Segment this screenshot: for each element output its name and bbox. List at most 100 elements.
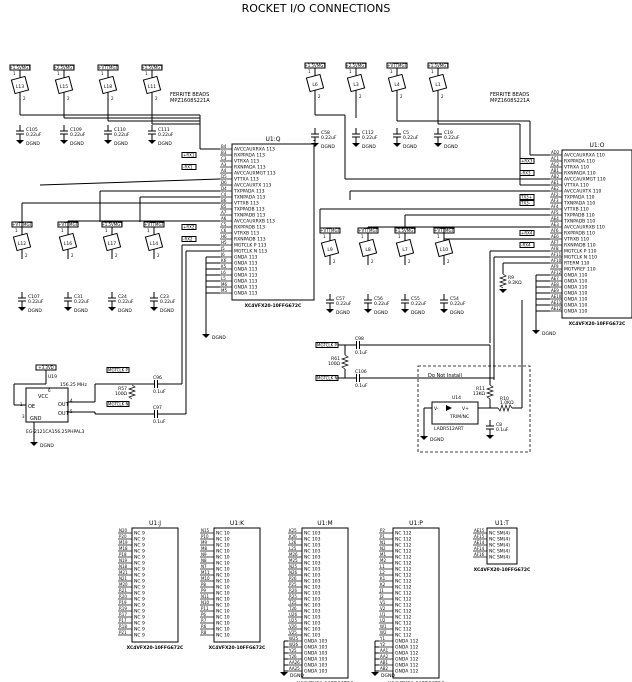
net-flag-box	[519, 242, 535, 248]
ic-ref: U1:M	[317, 520, 332, 527]
ic-pin-number: AF7	[551, 240, 559, 245]
ground-symbol: DGND	[150, 307, 174, 314]
cap-value: 0.1uF	[355, 383, 368, 389]
ic-pin-label: NC 112	[395, 579, 412, 585]
pin-number: 2	[71, 253, 74, 258]
ic-ref: U1:J	[149, 520, 161, 527]
ic-pin-number: L6	[221, 270, 226, 275]
net-flag: TX3+	[519, 194, 535, 200]
pin-number: 2	[318, 94, 321, 99]
ic-pin-label: AVCCAUXTX 110	[564, 189, 602, 195]
ic-pin-label: NC 112	[395, 603, 412, 609]
power-flag: +VTTMGT	[386, 62, 408, 69]
net-flag-label: MGTCLK N	[108, 402, 129, 407]
cap-value: 0.22uF	[444, 135, 460, 141]
power-flag-label: +VTTMGT	[98, 65, 118, 70]
ic-pin-label: AVCCAUXMGT 110	[564, 177, 606, 183]
ic-pin-number: J2	[379, 594, 384, 599]
pin-number: 1	[101, 71, 104, 76]
ic-pin-number: N20	[119, 528, 128, 533]
ground-symbol: DGND	[18, 307, 42, 314]
ic-pin-number: J1	[379, 588, 384, 593]
ic-pin-number: B5	[221, 204, 227, 209]
pin-number: 6	[48, 388, 51, 393]
ic-body	[301, 527, 349, 679]
bead-body	[98, 75, 118, 95]
power-flag: +1.5VMGT	[427, 62, 449, 69]
ic-pin-number: N8	[201, 558, 207, 563]
net-flag: +RX3	[519, 158, 535, 164]
ic-pin-label: RXNPADB 110	[564, 243, 596, 249]
ic-pin-label: NC 112	[395, 549, 412, 555]
ic-pin-label: NC 112	[395, 627, 412, 633]
cap-ref: C24	[118, 294, 127, 300]
ic-pin-number: AE11	[551, 300, 562, 305]
ic-pin-number: M2	[380, 558, 386, 563]
ic-pin-label: NC 103	[304, 633, 321, 639]
ground-label: DGND	[542, 331, 556, 337]
cap-ref: C109	[70, 127, 82, 133]
ic-pin-number: P26	[289, 576, 297, 581]
ic-pin-label: NC 112	[395, 555, 412, 561]
ground-icon	[64, 307, 72, 311]
ic-pin-number: N15	[201, 528, 210, 533]
ic-pin-number: W25	[289, 636, 299, 641]
ic-pin-label: RXNPADA 110	[564, 171, 596, 177]
pin-number: 2	[67, 96, 70, 101]
pin-number: 1	[13, 71, 16, 76]
resistor-value: 100Ω	[328, 361, 341, 367]
ground-symbol: DGND	[371, 672, 395, 679]
ic-pin-label: GNDA 113	[234, 255, 257, 261]
pin-number: 1	[15, 228, 18, 233]
ic-pin-label: TXNPADB 110	[563, 219, 595, 225]
ic-pin-label: NC 10	[216, 531, 230, 537]
ic-pin-label: NC 103	[304, 615, 321, 621]
ic-pin-number: AE12	[551, 306, 562, 311]
ic-pin-number: M6	[221, 282, 227, 287]
ic-pin-label: NC 10	[216, 585, 230, 591]
bead-ref: L10	[440, 247, 448, 253]
pin-number: 2	[359, 94, 362, 99]
ic-pin-label: VTRXA 113	[234, 159, 259, 165]
cap-ref: C5	[403, 130, 409, 136]
bead-body	[346, 73, 366, 93]
pin-number: 2	[371, 259, 374, 264]
ic-pin-label: NC 9	[134, 603, 145, 609]
ic-pin-label: GNDA 110	[564, 291, 587, 297]
ground-icon	[104, 140, 112, 144]
ground-icon	[371, 672, 379, 676]
ground-label: DGND	[411, 310, 425, 316]
ic-pin-label: NC 10	[216, 561, 230, 567]
ic-body	[486, 527, 518, 565]
net-flag: +RX4	[519, 230, 535, 236]
ground-label: DGND	[26, 141, 40, 147]
ic-pin-number: AD2	[551, 150, 560, 155]
cap-value: 0.1uF	[355, 350, 368, 356]
ic-pin-number: AA25	[289, 666, 300, 671]
ic-pin-label: TXPPADA 113	[233, 189, 265, 195]
ic-pin-label: GNDA 110	[564, 279, 587, 285]
net-flag-label: +RX4	[521, 231, 533, 236]
ground-symbol: DGND	[434, 143, 458, 150]
ic-pin-number: M18	[119, 546, 128, 551]
bead-body	[358, 238, 378, 258]
vref-body	[431, 401, 479, 425]
cap-value: 0.1uF	[153, 419, 166, 425]
ic-pin-number: AF10	[551, 258, 562, 263]
ic-pin-label: NC SM(4)	[489, 555, 510, 561]
beads-note-line2: MPZ1608S221A	[490, 98, 530, 104]
pin-number: 1	[147, 228, 150, 233]
ic-pin-label: NC 103	[304, 621, 321, 627]
bead-body	[54, 75, 74, 95]
bead-body	[142, 75, 162, 95]
ic-body	[231, 143, 315, 301]
ic-pin-number: T26	[288, 606, 297, 611]
ic-pin-number: AC1	[551, 156, 559, 161]
